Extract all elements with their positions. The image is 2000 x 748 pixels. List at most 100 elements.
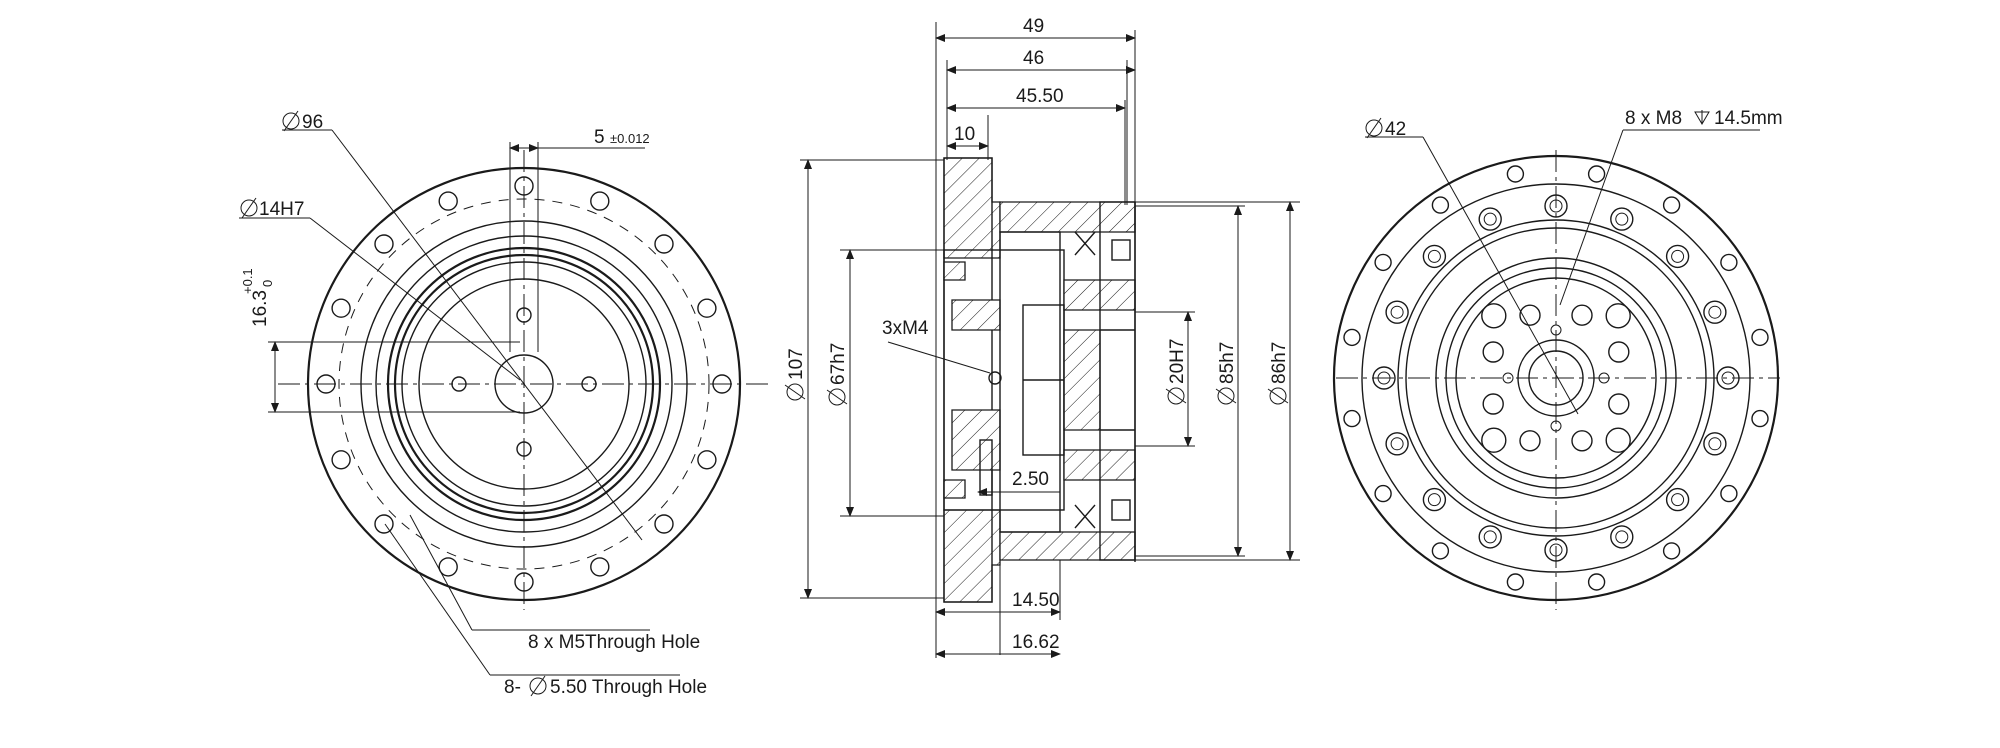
right-mounting-hole bbox=[1662, 542, 1681, 560]
left-mounting-hole bbox=[438, 191, 458, 211]
right-bolt-head bbox=[1422, 244, 1447, 269]
right-bolt-head bbox=[1478, 525, 1502, 549]
right-m8-depth-text: 14.5mm bbox=[1714, 108, 1783, 129]
left-through-hole-label: 5.50 Through Hole bbox=[550, 677, 707, 698]
right-bolt-socket bbox=[1483, 212, 1497, 226]
right-bolt-socket bbox=[1390, 437, 1404, 451]
right-bolt-head bbox=[1610, 525, 1634, 549]
right-inner-hole bbox=[1608, 393, 1630, 415]
right-bolt-head bbox=[1385, 300, 1409, 324]
right-mounting-hole bbox=[1720, 484, 1738, 503]
right-bolt-head bbox=[1665, 487, 1690, 512]
right-bolt-socket bbox=[1615, 212, 1629, 226]
right-bolt-socket bbox=[1708, 305, 1722, 319]
right-inner-hole bbox=[1608, 341, 1630, 363]
left-dia14-label: 14H7 bbox=[240, 197, 304, 220]
left-keyheight-tol-upper: +0.1 bbox=[240, 268, 255, 294]
right-inner-hole bbox=[1519, 304, 1541, 326]
right-inner-hole bbox=[1482, 341, 1504, 363]
right-bolt-socket bbox=[1708, 437, 1722, 451]
left-mounting-hole bbox=[654, 514, 674, 534]
right-view: 42 8 x M8 14.5mm bbox=[1332, 108, 1783, 610]
section-dia67-symbol bbox=[826, 388, 848, 406]
right-mounting-hole bbox=[1374, 253, 1392, 272]
right-pin-hole bbox=[1502, 372, 1514, 384]
left-mounting-hole bbox=[590, 557, 610, 577]
left-mounting-hole bbox=[331, 298, 351, 318]
section-dia107-text: 107 bbox=[786, 348, 807, 380]
right-m8-holes-text: 8 x M8 bbox=[1625, 108, 1682, 129]
right-inner-hole bbox=[1571, 304, 1593, 326]
left-dia96-label: 96 bbox=[282, 110, 323, 133]
right-mounting-hole bbox=[1374, 484, 1392, 503]
right-inner-hole bbox=[1571, 430, 1593, 452]
right-mounting-hole bbox=[1751, 409, 1769, 428]
right-outer-holes bbox=[1343, 165, 1769, 591]
left-mounting-hole bbox=[331, 450, 351, 470]
right-bolt-socket bbox=[1671, 249, 1685, 263]
right-bolt-socket bbox=[1483, 530, 1497, 544]
left-mounting-hole bbox=[374, 514, 394, 534]
right-bolt-socket bbox=[1671, 493, 1685, 507]
right-bolt-head bbox=[1478, 207, 1502, 231]
section-len-46: 46 bbox=[1023, 48, 1044, 69]
left-leaders bbox=[239, 129, 680, 676]
right-inner-holes bbox=[1481, 303, 1631, 453]
right-mounting-hole bbox=[1587, 165, 1606, 183]
left-view: 96 14H7 5 ±0.012 16.3 +0.1 0 8 x M5Throu… bbox=[239, 110, 770, 698]
depth-icon bbox=[1694, 110, 1710, 125]
section-view: 49 46 45.50 10 107 67h7 3xM4 2.50 20H7 8… bbox=[784, 16, 1300, 658]
section-dimension-lines bbox=[800, 22, 1300, 658]
section-body bbox=[943, 157, 1136, 603]
right-mounting-hole bbox=[1662, 196, 1681, 214]
left-keyway bbox=[268, 142, 645, 413]
left-mounting-hole bbox=[654, 234, 674, 254]
right-bolt-head bbox=[1422, 487, 1447, 512]
left-dia14-text: 14H7 bbox=[259, 199, 304, 220]
left-mounting-hole bbox=[697, 298, 717, 318]
section-dia67-text: 67h7 bbox=[828, 343, 849, 385]
section-dia20-text: 20H7 bbox=[1167, 339, 1188, 384]
right-inner-hole bbox=[1519, 430, 1541, 452]
right-mounting-hole bbox=[1431, 542, 1450, 560]
section-len-45-50: 45.50 bbox=[1016, 86, 1064, 107]
right-m8-hole bbox=[1605, 427, 1631, 453]
right-leaders bbox=[1365, 129, 1760, 415]
right-bolt-head bbox=[1385, 432, 1409, 456]
right-bolt-head bbox=[1610, 207, 1634, 231]
right-mounting-hole bbox=[1431, 196, 1450, 214]
left-keywidth-text: 5 bbox=[594, 127, 605, 148]
right-mounting-hole bbox=[1343, 409, 1361, 428]
right-bolt-head bbox=[1703, 300, 1727, 324]
right-m8-hole bbox=[1481, 427, 1507, 453]
left-holes-prefix: 8- bbox=[504, 677, 521, 698]
right-bolt-socket bbox=[1390, 305, 1404, 319]
left-keyheight-text: 16.3 bbox=[250, 290, 271, 327]
left-mounting-hole bbox=[697, 450, 717, 470]
left-mounting-hole bbox=[590, 191, 610, 211]
right-dia42-symbol bbox=[1365, 117, 1383, 139]
section-len-49: 49 bbox=[1023, 16, 1044, 37]
left-m5-holes-label: 8 x M5Through Hole bbox=[528, 632, 700, 653]
section-dia85-symbol bbox=[1215, 387, 1237, 405]
right-mounting-hole bbox=[1751, 328, 1769, 347]
right-m8-hole bbox=[1605, 303, 1631, 329]
right-bolt-socket bbox=[1427, 249, 1441, 263]
right-inner-hole bbox=[1482, 393, 1504, 415]
right-bolt-socket bbox=[1427, 493, 1441, 507]
left-mounting-hole bbox=[374, 234, 394, 254]
right-bolt-head bbox=[1703, 432, 1727, 456]
section-tap-3xm4: 3xM4 bbox=[882, 318, 929, 339]
section-dia85-text: 85h7 bbox=[1217, 342, 1238, 384]
right-bolt-socket bbox=[1615, 530, 1629, 544]
left-holes-dia-symbol bbox=[529, 675, 547, 697]
section-len-16-62: 16.62 bbox=[1012, 632, 1060, 653]
right-mounting-hole bbox=[1506, 165, 1525, 183]
left-dia96-text: 96 bbox=[302, 112, 323, 133]
section-len-10: 10 bbox=[954, 124, 975, 145]
right-mounting-hole bbox=[1343, 328, 1361, 347]
right-mounting-hole bbox=[1720, 253, 1738, 272]
section-dia20-symbol bbox=[1165, 387, 1187, 405]
right-bolt-head bbox=[1665, 244, 1690, 269]
